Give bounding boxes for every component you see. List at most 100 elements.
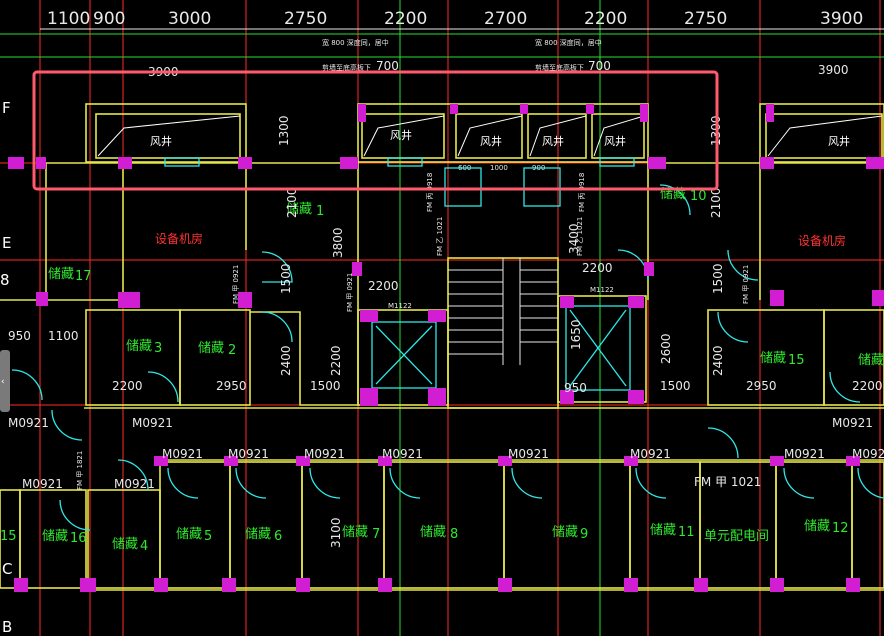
stair-width-right: 700 xyxy=(588,59,611,73)
dim-2100-left: 2100 xyxy=(285,187,299,218)
selection-highlight xyxy=(32,70,719,191)
door-m0921-11: M0921 xyxy=(832,416,873,430)
shaft-label-3: 风井 xyxy=(480,134,502,148)
storage-2-number: 2 xyxy=(228,343,236,358)
storage-5-number: 5 xyxy=(204,529,212,544)
chevron-left-icon: ‹ xyxy=(1,377,5,387)
axis-E: E xyxy=(2,234,11,252)
storage-1-label: 储藏 xyxy=(286,202,312,217)
dim-2100-right: 2100 xyxy=(709,187,723,218)
storage-7-label: 储藏 xyxy=(342,525,368,540)
storage-3-number: 3 xyxy=(154,341,162,356)
storage-9-number: 9 xyxy=(580,527,588,542)
door-fm-1021-right: FM 乙 1021 xyxy=(576,217,584,256)
storage-16-number: 16 xyxy=(70,531,87,546)
door-m0921-13: M0921 xyxy=(114,477,155,491)
storage-15-left-number: 15 xyxy=(0,529,17,544)
dim-2950-a: 2950 xyxy=(216,379,247,393)
storage-3-label: 储藏 xyxy=(126,339,152,354)
storage-17-label: 储藏 xyxy=(48,267,74,282)
door-m1122: M1122 xyxy=(388,302,412,310)
dim-2750: 2750 xyxy=(284,9,327,29)
storage-8-number: 8 xyxy=(450,527,458,542)
storage-5-label: 储藏 xyxy=(176,527,202,542)
dim-1500-b: 1500 xyxy=(711,263,725,294)
stair-width-left: 700 xyxy=(376,59,399,73)
note-right-bottom: 剪墙至底高板下 xyxy=(535,63,584,72)
dim-2200: 2200 xyxy=(384,9,427,29)
dim-900: 900 xyxy=(93,9,125,29)
storage-17-number: 17 xyxy=(75,269,92,284)
walls xyxy=(0,103,884,591)
shaft-label-6: 风井 xyxy=(828,134,850,148)
door-fm-0918-right: FM 丙 0918 xyxy=(578,173,586,212)
shaft-label-5: 风井 xyxy=(604,134,626,148)
door-m0921-5: M0921 xyxy=(304,447,345,461)
interior-dimensions: 2100 2100 3800 3400 2200 2200 1500 1500 … xyxy=(8,187,883,548)
dim-2200-b: 2200 xyxy=(584,9,627,29)
door-m0921-3: M0921 xyxy=(162,447,203,461)
axis-B: B xyxy=(2,618,12,636)
axis-8: 8 xyxy=(0,271,10,289)
storage-15-label: 储藏 xyxy=(760,351,786,366)
door-tags: M0921 M0921 M0921 M0921 M0921 M0921 M092… xyxy=(8,173,884,491)
storage-right-label: 储藏 xyxy=(858,353,884,368)
door-fm-0921-b: FM 甲 0921 xyxy=(346,273,354,312)
shaft-label-4: 风井 xyxy=(542,134,564,148)
door-fm-0921-c: FM 甲 0921 xyxy=(742,265,750,304)
storage-10-number: 10 xyxy=(690,189,707,204)
door-m0921-9: M0921 xyxy=(784,447,825,461)
storage-11-label: 储藏 xyxy=(650,523,676,538)
dim-2200-d: 2200 xyxy=(852,379,883,393)
storage-1-number: 1 xyxy=(316,204,324,219)
room-equipment-left: 设备机房 xyxy=(155,231,203,246)
dim-2600: 2600 xyxy=(659,333,673,364)
dim-1000: 1000 xyxy=(490,164,508,172)
door-fm-0918-left: FM 丙 0918 xyxy=(426,173,434,212)
dim-3100: 3100 xyxy=(329,517,343,548)
shaft-label-2: 风井 xyxy=(390,128,412,142)
door-m1122-b: M1122 xyxy=(590,286,614,294)
sub-dim-right: 3900 xyxy=(818,63,849,77)
electrical-room-label: 单元配电间 xyxy=(704,529,769,544)
axis-labels: F E 8 C B xyxy=(0,99,12,636)
note-left-bottom: 剪墙至底高板下 xyxy=(322,63,371,72)
dim-2200-a: 2200 xyxy=(368,279,399,293)
storage-4-number: 4 xyxy=(140,539,148,554)
storage-16-label: 储藏 xyxy=(42,529,68,544)
storage-6-label: 储藏 xyxy=(245,527,271,542)
door-fm-1021: FM 甲 1021 xyxy=(694,475,761,489)
dim-950-b: 950 xyxy=(8,329,31,343)
dim-2750-b: 2750 xyxy=(684,9,727,29)
dim-2200-b: 2200 xyxy=(582,261,613,275)
structural-columns xyxy=(8,104,884,592)
dim-2400-b: 2400 xyxy=(711,345,725,376)
dim-3400: 3400 xyxy=(567,223,581,254)
storage-12-number: 12 xyxy=(832,521,849,536)
door-m0921-8: M0921 xyxy=(630,447,671,461)
dim-1500-d: 1500 xyxy=(660,379,691,393)
dim-950-a: 950 xyxy=(564,381,587,395)
axis-F: F xyxy=(2,99,11,117)
top-dimension-string: 1100 900 3000 2750 2200 2700 2200 2750 3… xyxy=(40,9,884,30)
storage-11-number: 11 xyxy=(678,525,695,540)
storage-10-label: 储藏 xyxy=(660,187,686,202)
storage-6-number: 6 xyxy=(274,529,282,544)
storage-2-label: 储藏 xyxy=(198,341,224,356)
door-m0921-2: M0921 xyxy=(132,416,173,430)
storage-12-label: 储藏 xyxy=(804,519,830,534)
dim-1650: 1650 xyxy=(569,319,583,350)
storage-7-number: 7 xyxy=(372,527,380,542)
note-left-top: 宽 800 深度同，居中 xyxy=(322,38,389,47)
door-fm-1021-left: FM 乙 1021 xyxy=(436,217,444,256)
dim-3800: 3800 xyxy=(331,227,345,258)
dim-2200-vertical: 2200 xyxy=(329,345,343,376)
shaft-label-1: 风井 xyxy=(150,134,172,148)
side-collapse-tab[interactable]: ‹ xyxy=(0,350,10,412)
dim-1100: 1100 xyxy=(47,9,90,29)
dim-1500-c: 1500 xyxy=(310,379,341,393)
axis-C: C xyxy=(2,560,12,578)
dim-1300-left: 1300 xyxy=(277,115,291,146)
storage-4-label: 储藏 xyxy=(112,537,138,552)
shaft-notes: 宽 800 深度同，居中 剪墙至底高板下 700 宽 800 深度同，居中 剪墙… xyxy=(148,38,849,79)
